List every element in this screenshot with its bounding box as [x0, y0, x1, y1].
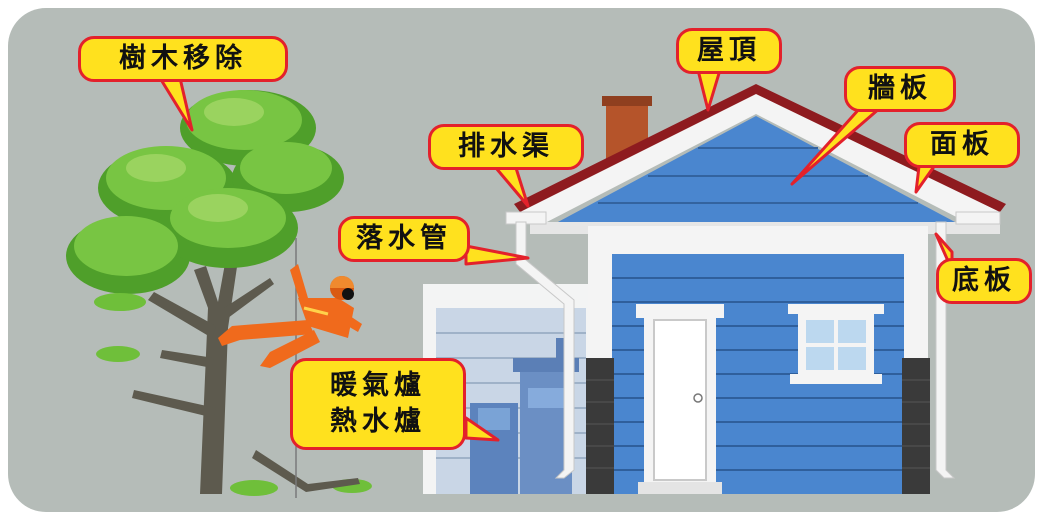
furnace-illustration [470, 338, 579, 494]
pointer-gutter [494, 166, 530, 208]
pointer-siding [790, 106, 882, 186]
label-fascia: 面板 [904, 122, 1020, 168]
scene-svg [66, 84, 1006, 498]
label-gutter: 排水渠 [428, 124, 584, 170]
label-furnace-line1: 暖氣爐 [330, 370, 426, 401]
pointer-roof [696, 68, 722, 112]
label-furnace-line2: 熱水爐 [330, 406, 426, 437]
house-illustration [505, 84, 1006, 494]
label-soffit: 底板 [936, 258, 1032, 304]
pointer-downspout [464, 244, 530, 266]
pointer-tree-removal [158, 76, 194, 132]
label-roof: 屋頂 [676, 28, 782, 74]
label-siding: 牆板 [844, 66, 956, 112]
label-tree-removal: 樹木移除 [78, 36, 288, 82]
worker-illustration [218, 264, 362, 368]
label-downspout: 落水管 [338, 216, 470, 262]
pointer-furnace [464, 416, 500, 442]
label-furnace: 暖氣爐 熱水爐 [290, 358, 466, 450]
tree-illustration [66, 90, 372, 498]
diagram-panel: 樹木移除 屋頂 牆板 排水渠 面板 落水管 底板 暖氣爐 熱水爐 [8, 8, 1035, 512]
